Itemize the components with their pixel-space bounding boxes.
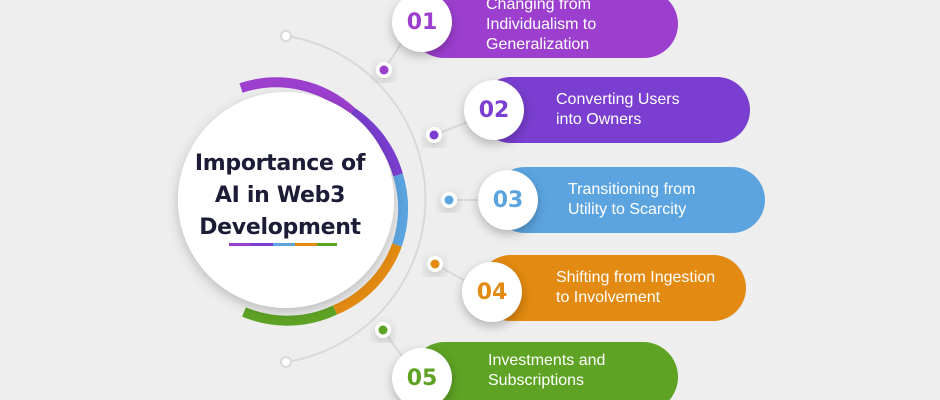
step-4-pill: Shifting from Ingestion to Involvement (478, 255, 746, 321)
arc-dot-2-core (429, 130, 439, 140)
hub-underline-2 (251, 243, 273, 246)
hub-title-line-3: Development (199, 215, 361, 240)
step-5-text: Investments and Subscriptions (488, 351, 605, 391)
step-1-pill: Changing from Individualism to Generaliz… (410, 0, 678, 58)
step-3-line-2: Utility to Scarcity (568, 201, 687, 218)
arc-end-top (280, 30, 292, 42)
step-3-text: Transitioning from Utility to Scarcity (568, 180, 695, 220)
arc-dot-1-core (379, 65, 389, 75)
step-1-line-1: Changing from (486, 0, 591, 13)
step-4-text: Shifting from Ingestion to Involvement (556, 268, 715, 308)
hub-circle (178, 92, 394, 308)
hub-underline-3 (273, 243, 295, 246)
step-3-pill: Transitioning from Utility to Scarcity (492, 167, 765, 233)
step-1-number: 01 (392, 0, 452, 52)
hub-ring-purple (239, 77, 356, 116)
step-5-line-1: Investments and (488, 352, 606, 369)
step-1-line-3: Generalization (486, 36, 590, 53)
hub-underline-1 (229, 243, 251, 246)
hub-underline-5 (317, 243, 337, 246)
step-1-line-2: Individualism to (486, 16, 597, 33)
step-5-number: 05 (392, 348, 452, 400)
step-4-number: 04 (462, 262, 522, 322)
step-2-pill: Converting Users into Owners (478, 77, 750, 143)
step-3-number: 03 (478, 170, 538, 230)
step-4-line-2: to Involvement (556, 289, 661, 306)
connector-arc (285, 35, 427, 363)
step-2-line-2: into Owners (556, 111, 642, 128)
hub-ring-blue (392, 173, 409, 247)
step-2-line-1: Converting Users (556, 91, 680, 108)
hub-underline-4 (295, 243, 317, 246)
hub-title: Importance of AI in Web3 Development (190, 148, 370, 244)
hub-title-line-2: AI in Web3 (214, 183, 346, 208)
step-2-number: 02 (464, 80, 524, 140)
step-1-text: Changing from Individualism to Generaliz… (486, 0, 596, 55)
step-5-pill: Investments and Subscriptions (410, 342, 678, 400)
hub-ring-orange (332, 243, 402, 315)
hub-ring-violet (349, 107, 403, 177)
arc-end-bottom (280, 356, 292, 368)
hub-title-line-1: Importance of (194, 151, 366, 176)
arc-dot-5-core (378, 325, 388, 335)
hub-ring-green (242, 305, 338, 326)
arc-dot-4-core (430, 259, 440, 269)
step-3-line-1: Transitioning from (568, 181, 696, 198)
step-2-text: Converting Users into Owners (556, 90, 680, 130)
step-5-line-2: Subscriptions (488, 372, 585, 389)
arc-dot-3-core (444, 195, 454, 205)
step-4-line-1: Shifting from Ingestion (556, 269, 716, 286)
